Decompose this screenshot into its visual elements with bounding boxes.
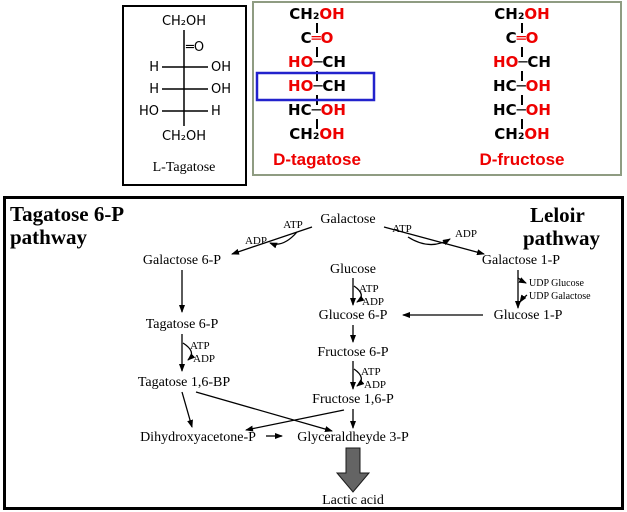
adp-label: ADP xyxy=(193,353,215,365)
arrow-atp-adp-left xyxy=(269,231,298,249)
arrow-atp-adp-tagatose xyxy=(182,342,196,361)
arrow-atp-adp-fructose xyxy=(353,368,365,387)
formula-carbonyl: ═O xyxy=(185,40,204,55)
node-tagatose-16bp: Tagatose 1,6-BP xyxy=(138,375,231,390)
formula-left: H xyxy=(149,82,159,97)
node-fructose-6p: Fructose 6-P xyxy=(317,345,388,360)
block-arrow-to-lactic-acid xyxy=(335,447,371,493)
arrow-to-udp-glucose xyxy=(517,277,527,284)
pathway-panel: Tagatose 6-P pathway Leloir pathway Gala… xyxy=(3,196,624,510)
formula-row: C═O xyxy=(301,29,334,47)
difference-highlight-box xyxy=(255,71,376,102)
d-sugars-panel: CH₂OH C═O HO─CH HO─CH HC─OH CH₂OH D-taga… xyxy=(252,1,622,176)
arrow-galactose-to-galactose1p xyxy=(383,226,485,256)
formula-row: CH₂OH xyxy=(494,125,549,143)
arrow-tagatose16bp-to-g3p xyxy=(195,391,333,432)
node-dhap: Dihydroxyacetone-P xyxy=(140,430,256,445)
node-glucose: Glucose xyxy=(330,262,376,277)
formula-right: OH xyxy=(211,82,231,97)
formula-row: HO─CH xyxy=(493,53,551,71)
adp-label: ADP xyxy=(364,379,386,391)
formula-top: CH₂OH xyxy=(162,14,206,29)
arrow-atp-adp-glucose xyxy=(353,285,365,303)
left-title-line2: pathway xyxy=(10,225,88,249)
atp-label: ATP xyxy=(392,223,412,235)
d-tagatose-label: D-tagatose xyxy=(273,150,361,169)
node-tagatose-6p: Tagatose 6-P xyxy=(146,317,219,332)
node-galactose: Galactose xyxy=(320,212,375,227)
arrow-tagatose16bp-to-dhap xyxy=(181,391,193,428)
formula-row: CH₂OH xyxy=(289,5,344,23)
node-glucose-6p: Glucose 6-P xyxy=(319,308,388,323)
arrow-galactose-to-galactose6p xyxy=(231,226,313,255)
formula-row: HC─OH xyxy=(493,101,551,119)
right-title-line2: pathway xyxy=(523,226,601,250)
l-tagatose-panel: CH₂OH ═O H OH H OH HO H CH₂OH L-Tagatose xyxy=(122,5,247,186)
node-glucose-1p: Glucose 1-P xyxy=(494,308,563,323)
l-tagatose-label: L-Tagatose xyxy=(153,160,216,175)
adp-label: ADP xyxy=(245,235,267,247)
d-fructose-label: D-fructose xyxy=(479,150,564,169)
formula-row: HO─CH xyxy=(288,53,346,71)
pathway-diagram: Tagatose 6-P pathway Leloir pathway Gala… xyxy=(10,202,601,507)
formula-row: HC─OH xyxy=(288,101,346,119)
adp-label: ADP xyxy=(455,228,477,240)
udp-glucose-label: UDP Glucose xyxy=(529,278,584,289)
node-g3p: Glyceraldheyde 3-P xyxy=(297,430,409,445)
left-title-line1: Tagatose 6-P xyxy=(10,202,124,226)
formula-row-highlighted: HO─CH xyxy=(288,77,346,95)
l-tagatose-structure: CH₂OH ═O H OH H OH HO H CH₂OH L-Tagatose xyxy=(139,14,231,175)
formula-bottom: CH₂OH xyxy=(162,129,206,144)
atp-label: ATP xyxy=(361,366,381,378)
formula-row: CH₂OH xyxy=(289,125,344,143)
formula-right: H xyxy=(211,104,221,119)
arrow-from-udp-galactose xyxy=(519,294,528,303)
formula-left: HO xyxy=(139,104,159,119)
formula-left: H xyxy=(149,60,159,75)
atp-label: ATP xyxy=(283,219,303,231)
formula-row: CH₂OH xyxy=(494,5,549,23)
adp-label: ADP xyxy=(362,296,384,308)
formula-row: HC─OH xyxy=(493,77,551,95)
formula-row: C═O xyxy=(506,29,539,47)
node-lactic-acid: Lactic acid xyxy=(322,493,384,507)
node-galactose-6p: Galactose 6-P xyxy=(143,253,221,268)
atp-label: ATP xyxy=(359,283,379,295)
udp-galactose-label: UDP Galactose xyxy=(529,291,591,302)
formula-right: OH xyxy=(211,60,231,75)
d-fructose-structure: CH₂OH C═O HO─CH HC─OH HC─OH CH₂OH D-fruc… xyxy=(479,5,564,169)
d-sugars-structures: CH₂OH C═O HO─CH HO─CH HC─OH CH₂OH D-taga… xyxy=(255,5,565,169)
atp-label: ATP xyxy=(190,340,210,352)
d-tagatose-structure: CH₂OH C═O HO─CH HO─CH HC─OH CH₂OH D-taga… xyxy=(273,5,361,169)
node-fructose-16p: Fructose 1,6-P xyxy=(312,392,394,407)
right-title-line1: Leloir xyxy=(530,203,585,227)
arrow-atp-adp-right xyxy=(407,236,451,246)
node-galactose-1p: Galactose 1-P xyxy=(482,253,560,268)
